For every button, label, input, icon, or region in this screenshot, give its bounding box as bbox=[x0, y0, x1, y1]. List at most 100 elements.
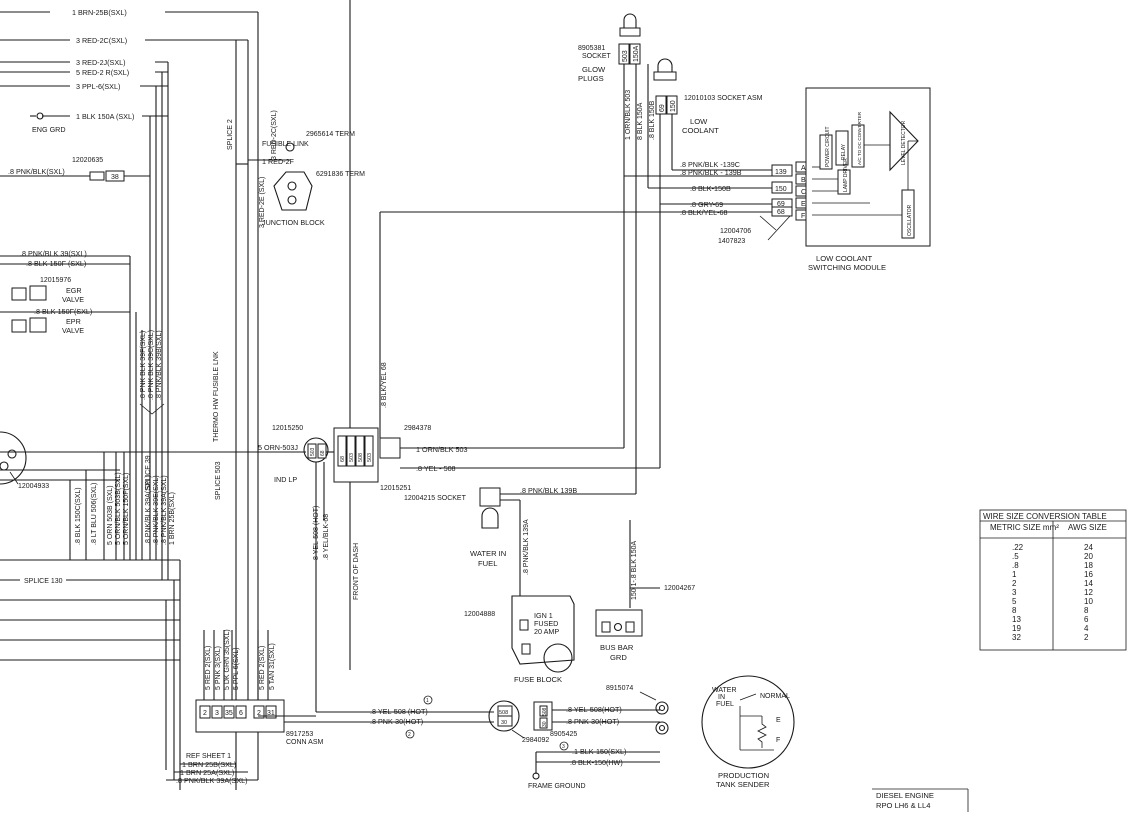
wire-blk-yel-68: .8 BLK/YEL 68 bbox=[381, 362, 388, 408]
bottom-left-brn-25a: 1 BRN 25A(SXL) bbox=[180, 768, 234, 777]
egr-valve-area: .8 PNK/BLK 39(SXL) .8 BLK 150F (SXL) 120… bbox=[0, 249, 137, 560]
module-wire-139c: .8 PNK/BLK -139C bbox=[680, 160, 740, 169]
term-6291836-label: 6291836 TERM bbox=[316, 171, 365, 178]
front-of-dash-label: FRONT OF DASH bbox=[353, 543, 360, 600]
conn-right-part: 8905425 bbox=[550, 731, 577, 738]
water-in-fuel: 12004215 SOCKET .8 PNK/BLK 139B WATER IN… bbox=[404, 160, 637, 596]
conn-asm-part: 8917253 bbox=[286, 731, 313, 738]
vert-wire-39b: .8 PNK/BLK 39B(SXL) bbox=[156, 330, 163, 400]
top-harness-wires: 1 BRN-25B(SXL) 3 RED-2C(SXL) 3 RED-2J(SX… bbox=[0, 0, 351, 790]
conn-right-wire-30: .8 PNK-30(HOT) bbox=[566, 717, 619, 726]
module-power-circuit: POWER CIRCUIT bbox=[825, 126, 831, 167]
fuse-text-fused: FUSED bbox=[534, 619, 558, 628]
bus-bar-label-2: GRD bbox=[610, 653, 627, 662]
fusible-link-label: FUSIBLE LINK bbox=[262, 141, 309, 148]
table-awg-cell: 8 bbox=[1084, 606, 1089, 615]
module-pin-68: 68 bbox=[777, 209, 785, 216]
conn-508-part: 2984092 bbox=[522, 737, 549, 744]
table-awg-cell: 10 bbox=[1084, 597, 1093, 606]
module-wire-69: .8 GRY-69 bbox=[690, 200, 723, 209]
bus-bar-wire: 150 1-.8 BLK 150A bbox=[631, 541, 638, 600]
table-header-awg: AWG SIZE bbox=[1068, 523, 1107, 532]
vert-wire-39f: .8 PNK BLK 39F(SXL) bbox=[140, 331, 147, 400]
module-lamp-driver: LAMP DRIVER bbox=[843, 158, 849, 192]
table-metric-cell: 13 bbox=[1012, 615, 1021, 624]
circ-num-3: 3 bbox=[562, 744, 565, 750]
conn-right-wire-508: .8 YEL-508(HOT) bbox=[566, 705, 622, 714]
thermo-fusible-label: THERMO HW FUSIBLE LNK bbox=[213, 351, 220, 442]
title-block-line-2: RPO LH6 & LL4 bbox=[876, 801, 930, 810]
fuse-text-20amp: 20 AMP bbox=[534, 627, 559, 636]
junction-block-label: JUNCTION BLOCK bbox=[262, 218, 325, 227]
ind-lp-part: 12015250 bbox=[272, 425, 303, 432]
table-metric-cell: 19 bbox=[1012, 624, 1021, 633]
left-vert-orn-blk-150f: 5 ORN/BLK 150F(SXL) bbox=[123, 473, 130, 545]
left-vert-brn-25b: 1 BRN 25B(SXL) bbox=[169, 492, 176, 545]
glow-part-number: 8905381 bbox=[578, 45, 605, 52]
module-wire-150b: .8 BLK-150B bbox=[690, 184, 731, 193]
table-metric-cell: 32 bbox=[1012, 633, 1021, 642]
module-converter: A/C TO DC CONVERTER bbox=[857, 111, 862, 165]
bottom-vert-ppl-6: 5 PPL 6(SXL) bbox=[233, 647, 240, 690]
left-vert-pnk-blk-39a: .8 PNK/BLK 39A(SXL) bbox=[145, 475, 152, 545]
conn-asm-pin-31: 31 bbox=[267, 710, 275, 717]
conn-asm-pin-2: 2 bbox=[203, 710, 207, 717]
vert-wire-39c: .8 PNK BLK 39C(SXL) bbox=[148, 330, 155, 400]
conn-asm-ref: REF SHEET 1 bbox=[186, 753, 231, 760]
wire-yel-blk-68: .8 YEL/BLK-68 bbox=[323, 514, 330, 560]
bottom-left-brn-25b: 1 BRN 25B(SXL) bbox=[182, 760, 236, 769]
left-vert-orn-503b: 5 ORN 503B (SXL) bbox=[107, 485, 114, 545]
table-metric-cell: 3 bbox=[1012, 588, 1017, 597]
table-awg-cell: 18 bbox=[1084, 561, 1093, 570]
fuse-text-ign: IGN 1 bbox=[534, 611, 553, 620]
table-awg-cell: 6 bbox=[1084, 615, 1089, 624]
egr-part-number: 12015976 bbox=[40, 277, 71, 284]
module-pin-69: 69 bbox=[777, 201, 785, 208]
module-pin-139: 139 bbox=[775, 169, 787, 176]
circ-num-2: 2 bbox=[408, 732, 411, 738]
conn-asm-label: CONN ASM bbox=[286, 739, 324, 746]
water-fuel-socket: 12004215 SOCKET bbox=[404, 495, 467, 502]
coolant-socket-label: 12010103 SOCKET ASM bbox=[684, 95, 763, 102]
table-awg-cell: 24 bbox=[1084, 543, 1093, 552]
table-awg-cell: 2 bbox=[1084, 633, 1089, 642]
water-fuel-vert-wire: .8 PNK/BLK 139A bbox=[523, 519, 530, 575]
table-metric-cell: .5 bbox=[1012, 552, 1019, 561]
epr-wire-blk-150f: .8 BLK 150F(SXL) bbox=[34, 307, 92, 316]
wire-red-2f-label: 1 RED-2F bbox=[262, 157, 295, 166]
conn-508-pin-508: 508 bbox=[499, 710, 508, 716]
epr-label-2: VALVE bbox=[62, 326, 84, 335]
conn-38-pin: 38 bbox=[111, 174, 119, 181]
part-2984378: 2984378 bbox=[404, 425, 431, 432]
coolant-bulb bbox=[657, 58, 673, 73]
dash-pin-68: 68 bbox=[340, 456, 346, 462]
egr-label-2: VALVE bbox=[62, 295, 84, 304]
module-relay: RELAY bbox=[841, 143, 847, 160]
sender-fuel: FUEL bbox=[716, 701, 734, 708]
splice-2-label: SPLICE 2 bbox=[227, 119, 234, 150]
sender-normal: NORMAL bbox=[760, 693, 790, 700]
egr-wire-pnk-blk-39: .8 PNK/BLK 39(SXL) bbox=[20, 249, 87, 258]
water-fuel-label-2: FUEL bbox=[478, 559, 497, 568]
table-metric-cell: 5 bbox=[1012, 597, 1017, 606]
frame-ground-label: FRAME GROUND bbox=[528, 783, 586, 790]
module-letter-f: F bbox=[801, 213, 805, 220]
dash-pin-503: 503 bbox=[349, 453, 355, 462]
dash-pin-508: 508 bbox=[358, 453, 364, 462]
fuse-part-12004888: 12004888 bbox=[464, 611, 495, 618]
circ-num-1: 1 bbox=[426, 698, 429, 704]
ind-lp-wire: 5 ORN-503J bbox=[258, 443, 298, 452]
junction-block-area: SPLICE 2 3 RED-2E (SXL) 3 RED-2C(SXL) FU… bbox=[227, 110, 365, 228]
bottom-vert-red-2: 5 RED 2(SXL) bbox=[205, 646, 212, 690]
tank-sender: WATER IN FUEL NORMAL E F PRODUCTION TANK… bbox=[701, 675, 795, 789]
wire-size-table: WIRE SIZE CONVERSION TABLE METRIC SIZE m… bbox=[979, 509, 1127, 651]
glow-plug-bulb bbox=[623, 13, 637, 29]
left-vert-blk-150c: .8 BLK 150C(SXL) bbox=[75, 487, 82, 545]
module-title-2: SWITCHING MODULE bbox=[808, 263, 886, 272]
wire-label-brn-25b: 1 BRN-25B(SXL) bbox=[72, 8, 127, 17]
glow-wire-blk-150a: 8 BLK 150A bbox=[637, 102, 644, 140]
sender-f: F bbox=[776, 737, 780, 744]
wire-red-2e-label: 3 RED-2E (SXL) bbox=[259, 177, 266, 228]
module-title-1: LOW COOLANT bbox=[816, 254, 872, 263]
